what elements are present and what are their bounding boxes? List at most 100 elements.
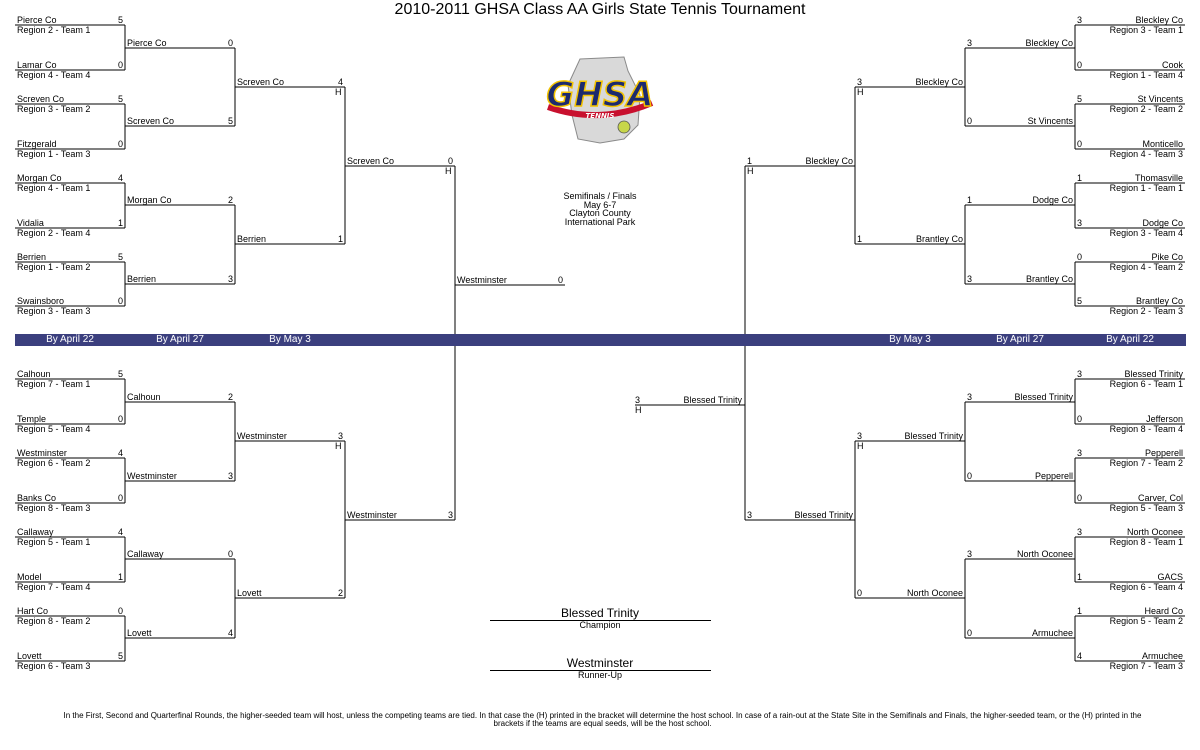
right-r1-seed-3: Region 4 - Team 3	[1109, 149, 1183, 159]
round-label-left-2: By April 27	[156, 334, 204, 345]
right-r1-seed-0: Region 3 - Team 1	[1109, 25, 1183, 35]
round-date-bar	[15, 334, 1186, 346]
right-r1-team-6: Pike Co	[1151, 252, 1183, 262]
left-r1-team-1: Lamar Co	[17, 60, 57, 70]
right-r1-seed-4: Region 1 - Team 1	[1109, 183, 1183, 193]
right-r3-team-3: North Oconee	[906, 588, 963, 598]
right-r1-score-9: 0	[1077, 414, 1083, 424]
left-r1-team-12: Callaway	[17, 527, 54, 537]
left-r1-seed-1: Region 4 - Team 4	[17, 70, 91, 80]
right-r1-team-12: North Oconee	[1126, 527, 1183, 537]
left-r3-score-0: 4	[337, 77, 343, 87]
left-r2-score-2: 2	[227, 195, 233, 205]
left-r2-team-7: Lovett	[127, 628, 152, 638]
left-r1-seed-10: Region 6 - Team 2	[17, 458, 91, 468]
right-r1-score-10: 3	[1077, 448, 1083, 458]
page-title: 2010-2011 GHSA Class AA Girls State Tenn…	[394, 1, 806, 18]
left-r1-score-1: 0	[117, 60, 123, 70]
info-county: Clayton County	[569, 208, 631, 218]
left-r1-seed-14: Region 8 - Team 2	[17, 616, 91, 626]
left-r1-team-2: Screven Co	[17, 94, 65, 104]
right-r1-team-2: St Vincents	[1137, 94, 1183, 104]
right-r1-team-7: Brantley Co	[1135, 296, 1183, 306]
left-r2-score-6: 0	[227, 549, 233, 559]
right-r1-team-9: Jefferson	[1146, 414, 1183, 424]
right-r1-team-15: Armuchee	[1141, 651, 1183, 661]
round-label-right-3: By May 3	[889, 334, 931, 345]
right-r2-team-1: St Vincents	[1027, 116, 1073, 126]
right-r4-score-0: 1	[747, 156, 753, 166]
left-r4-score-1: 3	[447, 510, 453, 520]
left-r3-team-3: Lovett	[237, 588, 262, 598]
right-r1-team-5: Dodge Co	[1142, 218, 1183, 228]
right-r1-seed-2: Region 2 - Team 2	[1109, 104, 1183, 114]
right-r1-team-3: Monticello	[1142, 139, 1183, 149]
left-r1-team-14: Hart Co	[17, 606, 49, 616]
right-r1-seed-11: Region 5 - Team 3	[1109, 503, 1183, 513]
champion-line	[490, 620, 711, 621]
left-r1-team-7: Swainsboro	[17, 296, 65, 306]
right-r3-score-3: 0	[857, 588, 863, 598]
left-r1-score-2: 5	[117, 94, 123, 104]
left-r1-seed-13: Region 7 - Team 4	[17, 582, 91, 592]
round-label-right-1: By April 22	[1106, 334, 1154, 345]
left-r1-team-11: Banks Co	[17, 493, 57, 503]
right-r1-seed-10: Region 7 - Team 2	[1109, 458, 1183, 468]
left-r2-team-0: Pierce Co	[127, 38, 167, 48]
left-r1-score-6: 5	[117, 252, 123, 262]
left-r2-team-2: Morgan Co	[127, 195, 172, 205]
final-left-score: 0	[557, 275, 563, 285]
right-r1-team-14: Heard Co	[1144, 606, 1183, 616]
right-r2-score-0: 3	[967, 38, 973, 48]
right-r3-team-1: Brantley Co	[915, 234, 963, 244]
right-r2-team-5: Pepperell	[1034, 471, 1073, 481]
left-r1-seed-7: Region 3 - Team 3	[17, 306, 91, 316]
left-r1-score-13: 1	[117, 572, 123, 582]
left-r1-team-13: Model	[17, 572, 42, 582]
right-r1-seed-13: Region 6 - Team 4	[1109, 582, 1183, 592]
right-r1-seed-14: Region 5 - Team 2	[1109, 616, 1183, 626]
left-r3-score-1: 1	[337, 234, 343, 244]
logo-wordmark: GHSA	[546, 75, 653, 115]
right-r1-score-7: 5	[1077, 296, 1083, 306]
left-r1-team-9: Temple	[17, 414, 47, 424]
right-r1-seed-5: Region 3 - Team 4	[1109, 228, 1183, 238]
round-label-left-3: By May 3	[269, 334, 311, 345]
left-r4-score-0: 0	[447, 156, 453, 166]
right-r3-score-2: 3	[857, 431, 863, 441]
right-r1-seed-12: Region 8 - Team 1	[1109, 537, 1183, 547]
right-r1-seed-6: Region 4 - Team 2	[1109, 262, 1183, 272]
right-r1-seed-15: Region 7 - Team 3	[1109, 661, 1183, 671]
right-r1-score-15: 4	[1077, 651, 1083, 661]
right-r4-team-0: Bleckley Co	[805, 156, 853, 166]
left-r2-score-7: 4	[227, 628, 233, 638]
right-r1-score-0: 3	[1077, 15, 1083, 25]
footer-note: In the First, Second and Quarterfinal Ro…	[5, 712, 1200, 728]
left-r1-score-4: 4	[117, 173, 123, 183]
left-r1-team-6: Berrien	[17, 252, 47, 262]
right-r1-seed-7: Region 2 - Team 3	[1109, 306, 1183, 316]
right-r1-seed-9: Region 8 - Team 4	[1109, 424, 1183, 434]
left-r2-team-5: Westminster	[127, 471, 177, 481]
event-info: Semifinals / Finals May 6-7 Clayton Coun…	[540, 192, 660, 226]
left-r3-team-1: Berrien	[237, 234, 267, 244]
right-r2-team-0: Bleckley Co	[1025, 38, 1073, 48]
right-r1-team-8: Blessed Trinity	[1124, 369, 1183, 379]
right-r2-score-5: 0	[967, 471, 973, 481]
right-r2-team-3: Brantley Co	[1025, 274, 1073, 284]
left-r1-seed-9: Region 5 - Team 4	[17, 424, 91, 434]
left-r1-score-15: 5	[117, 651, 123, 661]
right-r4-score-1: 3	[747, 510, 753, 520]
left-r1-team-15: Lovett	[17, 651, 42, 661]
right-r1-score-11: 0	[1077, 493, 1083, 503]
right-r2-team-2: Dodge Co	[1032, 195, 1073, 205]
right-r1-team-11: Carver, Col	[1137, 493, 1183, 503]
left-r1-seed-8: Region 7 - Team 1	[17, 379, 91, 389]
left-r1-team-4: Morgan Co	[17, 173, 62, 183]
right-r2-team-6: North Oconee	[1016, 549, 1073, 559]
right-r3-score-1: 1	[857, 234, 863, 244]
right-r1-team-10: Pepperell	[1144, 448, 1183, 458]
info-dates: May 6-7	[583, 199, 617, 210]
final-right-score: 3	[635, 395, 641, 405]
